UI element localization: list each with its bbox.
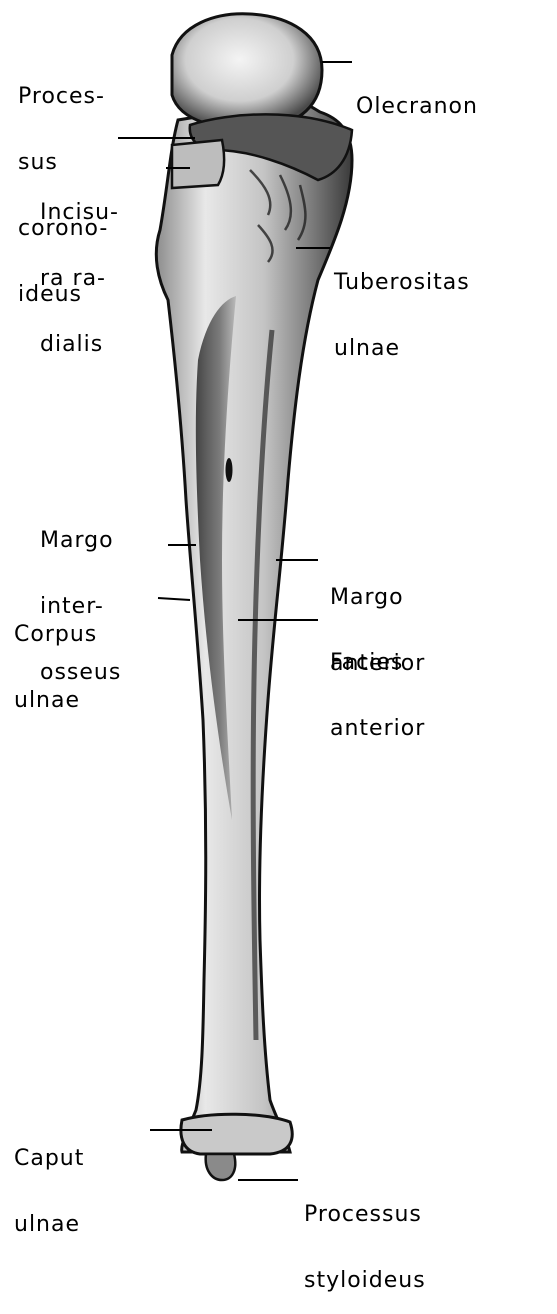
label-facies-anterior: Facies anterior — [330, 608, 425, 762]
label-corpus-ulnae: Corpus ulnae — [14, 580, 97, 734]
olecranon — [172, 14, 322, 129]
styloid-process — [206, 1154, 236, 1180]
nutrient-foramen — [226, 458, 233, 482]
label-incisura-radialis: Incisu- ra ra- dialis — [40, 158, 119, 378]
ulna-head — [181, 1114, 292, 1154]
label-caput-ulnae: Caput ulnae — [14, 1104, 84, 1258]
label-tuberositas-ulnae: Tuberositas ulnae — [334, 228, 470, 382]
label-olecranon: Olecranon — [356, 52, 478, 140]
coronoid-process — [172, 140, 224, 188]
leader-corpus-ulnae — [158, 598, 190, 600]
label-processus-styloideus: Processus styloideus — [304, 1160, 426, 1314]
